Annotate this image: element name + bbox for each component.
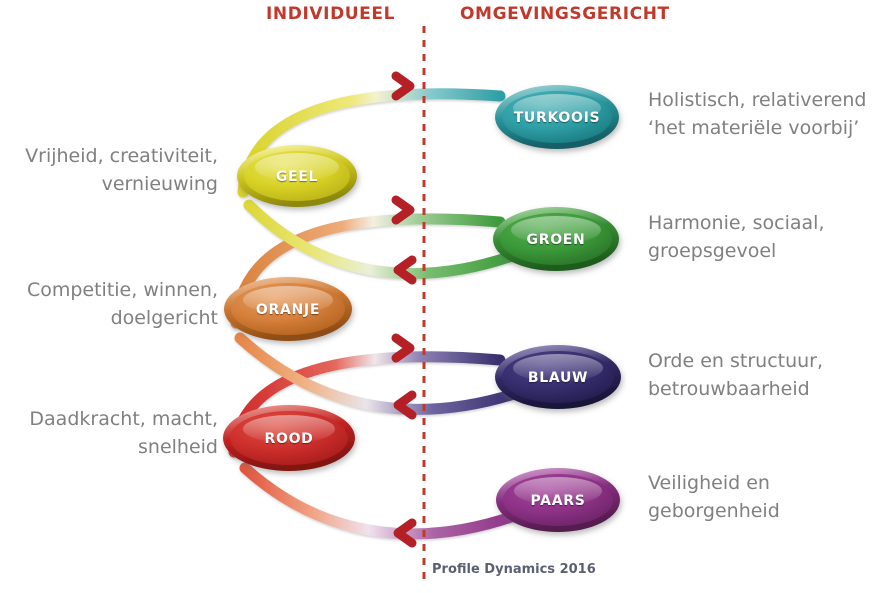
description-geel: Vrijheid, creativiteit, vernieuwing (25, 145, 218, 195)
node-geel[interactable] (237, 145, 357, 207)
connector-groen-to-geel (243, 199, 518, 280)
description-oranje: Competitie, winnen, doelgericht (26, 279, 218, 329)
node-groen[interactable] (493, 207, 619, 271)
node-blauw[interactable] (495, 345, 621, 409)
description-turkoois: Holistisch, relativerend ‘het materiële … (648, 89, 867, 139)
arrowhead-group (391, 71, 417, 548)
description-paars: Veiligheid en geborgenheid (648, 472, 780, 522)
footer-credit: Profile Dynamics 2016 (432, 562, 596, 577)
node-turkoois[interactable] (495, 85, 619, 149)
header-individueel: INDIVIDUEEL (266, 4, 396, 24)
arrowhead-left-groen-geel (393, 255, 417, 285)
arrowhead-left-paars-rood (393, 518, 417, 548)
connector-paars-to-rood (239, 462, 520, 540)
header-omgevingsgericht: OMGEVINGSGERICHT (460, 4, 670, 24)
node-oranje[interactable] (224, 277, 352, 341)
connector-blauw-to-oranje (234, 332, 520, 415)
description-rood: Daadkracht, macht, snelheid (29, 408, 218, 458)
arrowhead-right-oranje-groen (391, 195, 415, 225)
node-group (223, 85, 621, 532)
arrowhead-left-blauw-oranje (393, 390, 417, 420)
description-groen: Harmonie, sociaal, groepsgevoel (648, 212, 825, 262)
node-paars[interactable] (496, 468, 620, 532)
node-rood[interactable] (223, 405, 355, 471)
description-blauw: Orde en structuur, betrouwbaarheid (648, 350, 824, 400)
arrowhead-right-geel-turkoois (391, 71, 415, 101)
arrowhead-right-rood-blauw (391, 333, 415, 363)
